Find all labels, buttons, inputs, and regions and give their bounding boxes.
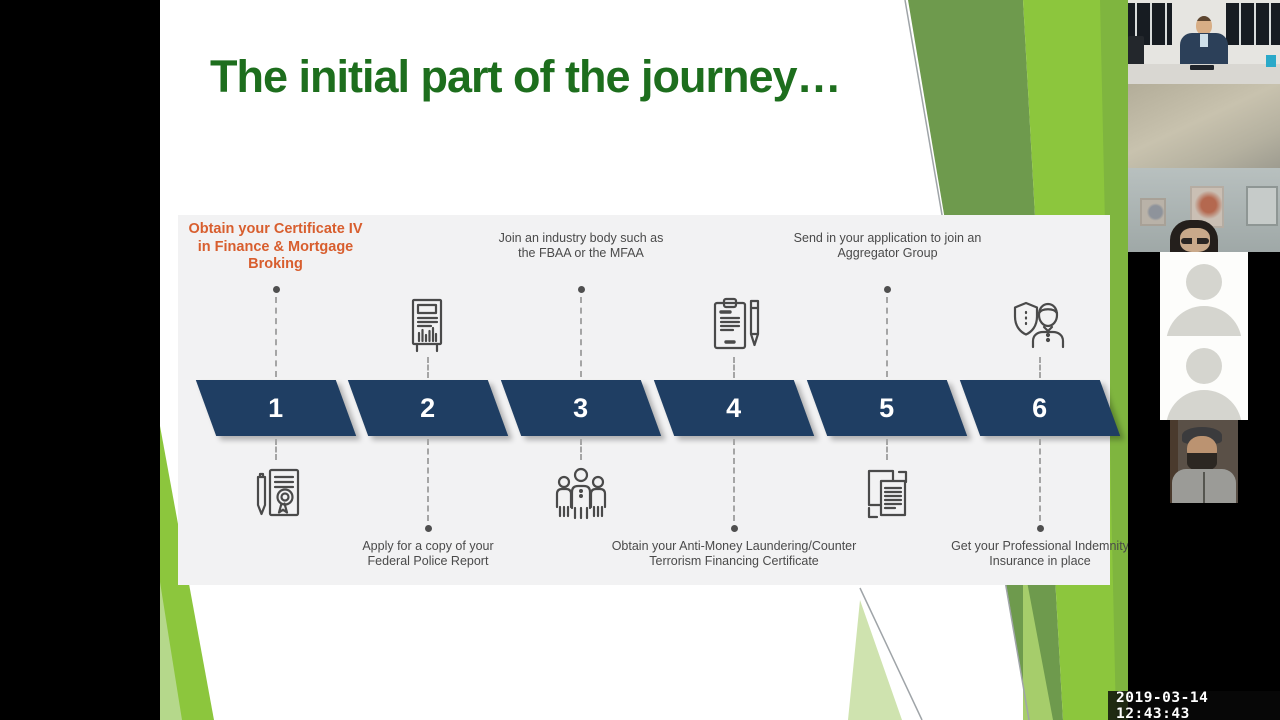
dashed-connector	[1039, 439, 1041, 521]
avatar-silhouette-icon	[1166, 390, 1242, 420]
timestamp-text: 2019-03-14 12:43:43	[1116, 689, 1209, 720]
report-chart-icon	[396, 293, 460, 357]
participant-video-blurred[interactable]	[1128, 84, 1280, 168]
step-6-label: Get your Professional Indemnity Insuranc…	[951, 539, 1128, 569]
chair-shape	[1128, 36, 1144, 68]
step-1-number: 1	[268, 392, 284, 423]
window-shape	[1226, 3, 1280, 45]
connector-dot	[272, 286, 280, 293]
dashed-connector	[580, 297, 582, 377]
avatar-silhouette-icon	[1166, 306, 1242, 336]
step-4-number: 4	[726, 392, 742, 423]
dashed-connector	[275, 439, 277, 460]
tablet-shape	[1190, 65, 1214, 70]
book-shape	[1266, 55, 1276, 67]
step-5-label: Send in your application to join an Aggr…	[793, 231, 982, 261]
participant-avatar-placeholder[interactable]	[1128, 336, 1280, 420]
process-diagram: Obtain your Certificate IV in Finance & …	[176, 215, 1128, 585]
step-6-number: 6	[1032, 392, 1048, 423]
video-sidebar	[1128, 0, 1280, 720]
participant-video-man-with-cap[interactable]	[1128, 420, 1280, 503]
video-frame	[1170, 420, 1238, 503]
process-step-2: 2 Apply for a copy of your Federal Polic…	[328, 215, 528, 585]
window-shape	[1246, 186, 1278, 226]
zipper-shape	[1203, 472, 1205, 503]
process-step-6: 6 Get your Professional Indemnity Insura…	[940, 215, 1128, 585]
step-6-shape: 6	[959, 380, 1121, 436]
dashed-connector	[580, 439, 582, 460]
connector-dot	[577, 286, 585, 293]
connector-dot	[424, 525, 432, 532]
participant-avatar-placeholder[interactable]	[1128, 252, 1280, 336]
process-step-3: Join an industry body such as the FBAA o…	[481, 215, 681, 585]
wall-picture-shape	[1140, 198, 1166, 226]
slide-title: The initial part of the journey…	[210, 51, 842, 102]
step-4-label: Obtain your Anti-Money Laundering/Counte…	[611, 539, 857, 569]
step-5-number: 5	[879, 392, 895, 423]
dashed-connector	[427, 357, 429, 378]
shared-slide: The initial part of the journey… Obtain …	[160, 0, 1128, 720]
process-step-1: Obtain your Certificate IV in Finance & …	[176, 215, 376, 585]
desk-shape	[1128, 64, 1280, 84]
stacked-documents-icon	[855, 463, 919, 527]
step-2-number: 2	[420, 392, 436, 423]
dashed-connector	[733, 357, 735, 378]
dashed-connector	[1039, 357, 1041, 378]
dashed-connector	[275, 297, 277, 377]
people-group-icon	[549, 463, 613, 527]
step-3-number: 3	[573, 392, 589, 423]
avatar-card	[1160, 336, 1248, 420]
recording-timestamp: 2019-03-14 12:43:43	[1108, 689, 1280, 720]
certificate-seal-icon	[244, 463, 308, 527]
shield-person-icon	[1008, 293, 1072, 357]
letterbox-left	[0, 0, 160, 720]
dashed-connector	[886, 297, 888, 377]
dashed-connector	[733, 439, 735, 521]
step-1-label: Obtain your Certificate IV in Finance & …	[188, 221, 363, 273]
connector-dot	[730, 525, 738, 532]
avatar-card	[1160, 252, 1248, 336]
participant-video-woman[interactable]	[1128, 168, 1280, 252]
dashed-connector	[886, 439, 888, 460]
avatar-silhouette-icon	[1186, 348, 1222, 384]
connector-dot	[883, 286, 891, 293]
person-shirt-shape	[1200, 34, 1208, 47]
clipboard-pen-icon	[702, 293, 766, 357]
person-head-shape	[1196, 16, 1212, 35]
step-3-label: Join an industry body such as the FBAA o…	[498, 231, 664, 261]
connector-dot	[1036, 525, 1044, 532]
step-2-label: Apply for a copy of your Federal Police …	[362, 539, 494, 569]
process-step-4: 4 Obtain your Anti-Money Laundering/Coun…	[612, 215, 856, 585]
process-step-5: Send in your application to join an Aggr…	[787, 215, 987, 585]
participant-video-presenter[interactable]	[1128, 0, 1280, 84]
avatar-silhouette-icon	[1186, 264, 1222, 300]
beard-shape	[1187, 453, 1217, 471]
glasses-shape	[1181, 238, 1209, 244]
dashed-connector	[427, 439, 429, 521]
